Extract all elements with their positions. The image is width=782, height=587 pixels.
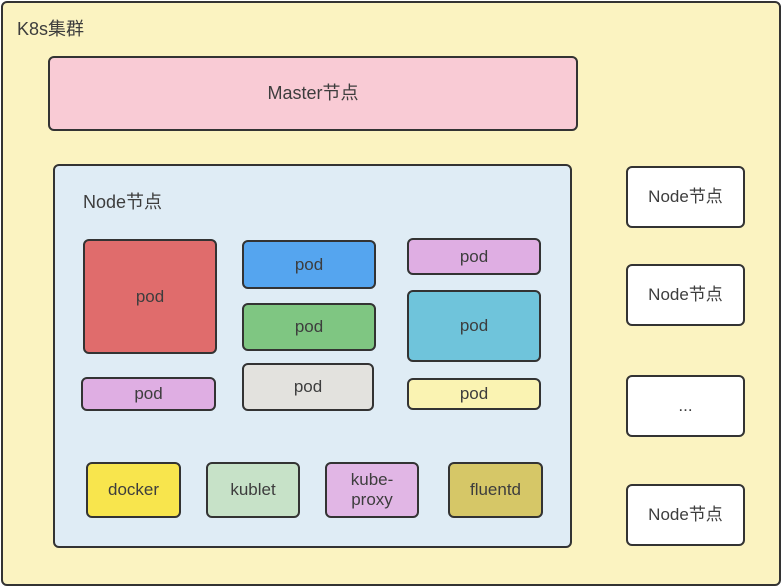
node-box-ellipsis: ... [626, 375, 745, 437]
pod-box-purple-bottom: pod [81, 377, 216, 411]
kublet-component-box: kublet [206, 462, 300, 518]
pod-box-teal: pod [407, 290, 541, 362]
node-box-3: Node节点 [626, 484, 745, 546]
fluentd-component-box: fluentd [448, 462, 543, 518]
pod-box-purple-top: pod [407, 238, 541, 275]
node-box-1: Node节点 [626, 166, 745, 228]
node-detail-title: Node节点 [83, 192, 163, 212]
pod-box-gray: pod [242, 363, 374, 411]
pod-box-red: pod [83, 239, 217, 354]
docker-component-box: docker [86, 462, 181, 518]
pod-box-yellow: pod [407, 378, 541, 410]
node-detail-box: Node节点 pod pod pod pod pod pod pod pod d… [53, 164, 572, 548]
kube-proxy-component-box: kube-proxy [325, 462, 419, 518]
master-node-box: Master节点 [48, 56, 578, 131]
cluster-title: K8s集群 [17, 19, 85, 39]
node-box-2: Node节点 [626, 264, 745, 326]
pod-box-green: pod [242, 303, 376, 351]
pod-box-blue: pod [242, 240, 376, 289]
